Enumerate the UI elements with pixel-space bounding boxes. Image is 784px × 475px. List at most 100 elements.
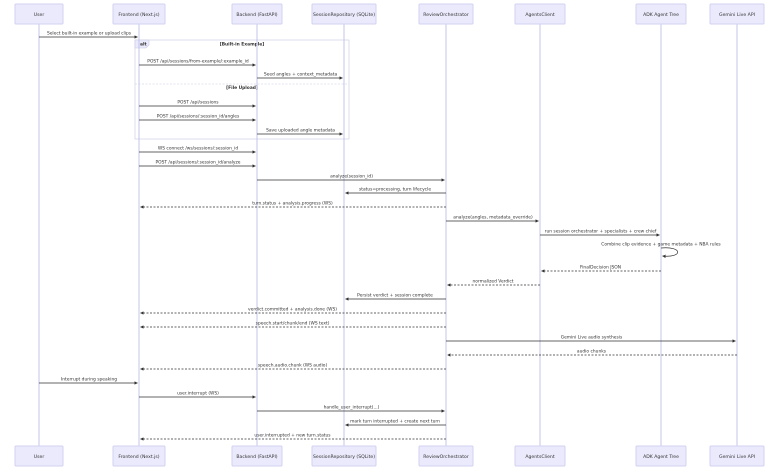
actor-box bbox=[231, 445, 283, 467]
message-label: Gemini Live audio synthesis bbox=[561, 335, 623, 341]
actor-box bbox=[112, 445, 166, 467]
message-label: WS connect /ws/sessions/:session_id bbox=[158, 146, 238, 152]
message-label: analyze(session_id) bbox=[330, 174, 373, 180]
actor-label: ADK Agent Tree bbox=[643, 12, 679, 18]
actor-label: ADK Agent Tree bbox=[643, 454, 679, 460]
actor-gemini-top: Gemini Live API bbox=[709, 3, 765, 25]
message-label: POST /api/sessions/:session_id/angles bbox=[157, 114, 240, 120]
actor-label: SessionRepository (SQLite) bbox=[313, 454, 375, 460]
actor-box bbox=[14, 3, 64, 25]
message-label: Interrupt during speaking bbox=[61, 377, 117, 383]
actor-repo-top: SessionRepository (SQLite) bbox=[311, 3, 377, 25]
message-label: POST /api/sessions bbox=[177, 100, 219, 106]
message-layer: Select built-in example or upload clipsP… bbox=[39, 31, 737, 441]
message: Seed angles + context_metadata bbox=[257, 72, 343, 80]
actor-label: AgentsClient bbox=[525, 454, 554, 460]
message: analyze(session_id) bbox=[257, 174, 445, 182]
message: Combine clip evidence + game metadata + … bbox=[601, 242, 721, 259]
actor-box bbox=[418, 3, 474, 25]
message: Interrupt during speaking bbox=[39, 377, 138, 385]
message-label: status=processing, turn lifecycle bbox=[359, 187, 431, 193]
actor-gemini-bottom: Gemini Live API bbox=[709, 445, 765, 467]
actor-user-bottom: User bbox=[14, 445, 64, 467]
actor-orch-top: ReviewOrchestrator bbox=[418, 3, 474, 25]
actor-frontend-top: Frontend (Next.js) bbox=[112, 3, 166, 25]
actor-label: Gemini Live API bbox=[719, 454, 755, 460]
message: user.interrupted + new turn.status bbox=[140, 433, 446, 441]
actor-user-top: User bbox=[14, 3, 64, 25]
message: user.interrupt (WS) bbox=[139, 391, 256, 399]
message-label: handle_user_interrupt(...) bbox=[324, 405, 380, 411]
alt-frame-layer: alt[Built-in Example][File Upload] bbox=[134, 39, 350, 140]
message-label: analyze(angles, metadata_override) bbox=[453, 215, 533, 221]
message: run session orchestrator + specialists +… bbox=[540, 229, 660, 237]
message: POST /api/sessions/:session_id/analyze bbox=[139, 160, 256, 168]
message: Persist verdict + session complete bbox=[345, 293, 446, 301]
actor-box bbox=[709, 445, 765, 467]
actor-frontend-bottom: Frontend (Next.js) bbox=[112, 445, 166, 467]
actor-agents-top: AgentsClient bbox=[514, 3, 566, 25]
message-label: FinalDecision JSON bbox=[580, 265, 621, 271]
message-label: audio chunks bbox=[577, 349, 607, 355]
actor-label: Gemini Live API bbox=[719, 12, 755, 18]
actor-box bbox=[635, 3, 687, 25]
message-label: speech.audio.chunk (WS audio) bbox=[258, 363, 328, 369]
message-label: Combine clip evidence + game metadata + … bbox=[601, 242, 721, 248]
message: FinalDecision JSON bbox=[541, 265, 661, 273]
message: mark turn interrupted + create next turn bbox=[345, 419, 446, 427]
message-arrow bbox=[660, 247, 679, 259]
message: POST /api/sessions/:session_id/angles bbox=[139, 114, 256, 122]
actor-label: ReviewOrchestrator bbox=[423, 12, 469, 18]
message-label: verdict.committed + analysis.done (WS) bbox=[248, 307, 337, 313]
actor-box bbox=[231, 3, 283, 25]
actor-label: User bbox=[34, 454, 45, 460]
message-label: run session orchestrator + specialists +… bbox=[545, 229, 657, 235]
message-label: Seed angles + context_metadata bbox=[264, 72, 338, 78]
message: POST /api/sessions bbox=[139, 100, 256, 108]
actor-box bbox=[514, 3, 566, 25]
message-label: Select built-in example or upload clips bbox=[47, 31, 132, 37]
message: Save uploaded angle metadata bbox=[257, 128, 343, 136]
message-label: speech.start/chunk/end (WS text) bbox=[256, 321, 330, 327]
alt-condition-label: [File Upload] bbox=[226, 85, 258, 91]
message-label: mark turn interrupted + create next turn bbox=[350, 419, 440, 425]
message-label: POST /api/sessions/:session_id/analyze bbox=[155, 160, 240, 166]
actor-box bbox=[635, 445, 687, 467]
message: verdict.committed + analysis.done (WS) bbox=[140, 307, 446, 315]
actor-box bbox=[311, 3, 377, 25]
actor-label: ReviewOrchestrator bbox=[423, 454, 469, 460]
message: POST /api/sessions/from-example/:example… bbox=[139, 59, 256, 67]
actor-label: Frontend (Next.js) bbox=[118, 12, 159, 18]
actor-label: Backend (FastAPI) bbox=[236, 454, 277, 460]
message: WS connect /ws/sessions/:session_id bbox=[139, 146, 256, 154]
message: Select built-in example or upload clips bbox=[39, 31, 138, 39]
message: turn.status + analysis.progress (WS) bbox=[140, 201, 446, 209]
actor-box bbox=[311, 445, 377, 467]
message-label: user.interrupt (WS) bbox=[177, 391, 219, 397]
actor-box bbox=[418, 445, 474, 467]
message: normalized Verdict bbox=[447, 279, 540, 287]
message-label: Persist verdict + session complete bbox=[357, 293, 433, 299]
actor-box bbox=[709, 3, 765, 25]
message: analyze(angles, metadata_override) bbox=[446, 215, 539, 223]
message-label: Save uploaded angle metadata bbox=[266, 128, 335, 134]
alt-frame-border bbox=[134, 39, 350, 140]
alt-condition-label: [Built-in Example] bbox=[220, 42, 265, 48]
message-label: turn.status + analysis.progress (WS) bbox=[252, 201, 333, 207]
actor-box bbox=[112, 3, 166, 25]
actor-adk-top: ADK Agent Tree bbox=[635, 3, 687, 25]
message: Gemini Live audio synthesis bbox=[446, 335, 736, 343]
actor-adk-bottom: ADK Agent Tree bbox=[635, 445, 687, 467]
message-label: normalized Verdict bbox=[472, 279, 513, 285]
message: handle_user_interrupt(...) bbox=[257, 405, 445, 413]
actor-label: SessionRepository (SQLite) bbox=[313, 12, 375, 18]
actor-repo-bottom: SessionRepository (SQLite) bbox=[311, 445, 377, 467]
message: speech.start/chunk/end (WS text) bbox=[140, 321, 446, 329]
message-label: POST /api/sessions/from-example/:example… bbox=[147, 59, 249, 65]
actor-backend-top: Backend (FastAPI) bbox=[231, 3, 283, 25]
actor-agents-bottom: AgentsClient bbox=[514, 445, 566, 467]
message: speech.audio.chunk (WS audio) bbox=[140, 363, 446, 371]
alt-frame-tag bbox=[134, 39, 150, 49]
